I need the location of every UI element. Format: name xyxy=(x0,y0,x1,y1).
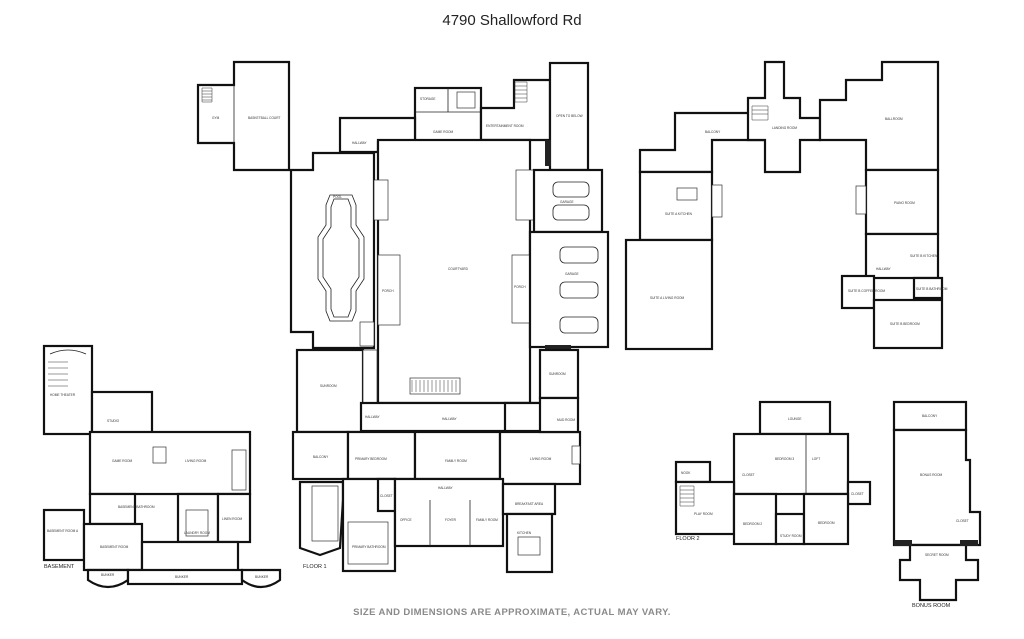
hallway-mid-label: HALLWAY xyxy=(365,415,381,419)
suite-a-kitchen-label: SUITE A KITCHEN xyxy=(665,212,693,216)
cars xyxy=(552,181,599,334)
bedroom-2-label: BEDROOM 2 xyxy=(743,522,762,526)
suite-b-bedroom-label: SUITE B BEDROOM xyxy=(890,322,920,326)
suite-a-living-label: SUITE A LIVING ROOM xyxy=(650,296,685,300)
storage-label: STORAGE xyxy=(420,97,436,101)
breakfast-area-label: BREAKFAST AREA xyxy=(515,502,544,506)
landing-room-label: LANDING ROOM xyxy=(772,126,797,130)
floor-1-plan: STORAGE GAME ROOM PORCH ENTERTAINMENT RO… xyxy=(289,61,610,574)
hallway-lower-label: HALLWAY xyxy=(438,486,454,490)
bunker-mid-label: BUNKER xyxy=(175,575,189,579)
bonus-room-label: BONUS ROOM xyxy=(920,473,942,477)
play-room-label: PLAY ROOM xyxy=(694,512,713,516)
nook-label: NOOK xyxy=(681,471,691,475)
lounge-label: LOUNGE xyxy=(788,417,801,421)
bunker-right-label: BUNKER xyxy=(255,575,269,579)
bedroom-3-label: BEDROOM 3 xyxy=(775,457,794,461)
laundry-room-label: LAUNDRY ROOM xyxy=(184,531,210,535)
closet-f1-label: CLOSET xyxy=(380,494,393,498)
basement-bath-label: BASEMENT BATHROOM xyxy=(118,505,155,509)
ballroom-label: BALLROOM xyxy=(885,117,903,121)
suite-b-bath-label: SUITE B BATHROOM xyxy=(916,287,948,291)
mud-room-label: MUD ROOM xyxy=(557,418,575,422)
gym-label: GYM xyxy=(212,116,220,120)
game-room-bsmt-label: GAME ROOM xyxy=(112,459,133,463)
sunroom-right-label: SUNROOM xyxy=(549,372,566,376)
basement-plan: HOME THEATER STUDIO GAME ROOM LIVING ROO… xyxy=(42,344,282,589)
bonus-room-plan: BALCONY BONUS ROOM CLOSET SECRET ROOM BO… xyxy=(892,400,982,609)
hallway-suite-label: HALLWAY xyxy=(876,267,892,271)
closet-f2-label: CLOSET xyxy=(742,473,755,477)
loft-label: LOFT xyxy=(812,457,820,461)
basement-room-a-label: BASEMENT ROOM A xyxy=(47,529,79,533)
garage-lower-label: GARAGE xyxy=(565,272,579,276)
pool-label: POOL xyxy=(333,195,342,199)
bedroom-label: BEDROOM xyxy=(818,521,835,525)
suite-b-kitchen-label: SUITE B KITCHEN xyxy=(910,254,938,258)
disclaimer: SIZE AND DIMENSIONS ARE APPROXIMATE, ACT… xyxy=(353,607,671,618)
porch-left-label: PORCH xyxy=(382,289,394,293)
balcony-bonus-label: BALCONY xyxy=(922,414,938,418)
game-room-top-label: GAME ROOM xyxy=(433,130,454,134)
basement-label: BASEMENT xyxy=(44,564,75,570)
primary-bedroom-label: PRIMARY BEDROOM xyxy=(355,457,387,461)
balcony-f1-label: BALCONY xyxy=(313,455,329,459)
secret-room-label: SECRET ROOM xyxy=(925,553,949,557)
closet-f2b-label: CLOSET xyxy=(851,492,864,496)
entertainment-room-label: ENTERTAINMENT ROOM xyxy=(486,124,524,128)
study-room-label: STUDY ROOM xyxy=(780,534,802,538)
plan-title: 4790 Shallowford Rd xyxy=(442,12,582,29)
gym-building: GYM BASKETBALL COURT xyxy=(196,60,291,172)
courtyard-label: COURTYARD xyxy=(448,267,469,271)
primary-bathroom-label: PRIMARY BATHROOM xyxy=(352,545,386,549)
open-to-below-label: OPEN TO BELOW xyxy=(556,114,583,118)
studio-label: STUDIO xyxy=(107,419,120,423)
floor-1-label: FLOOR 1 xyxy=(303,564,327,570)
floor-2-plan: LOUNGE BEDROOM 3 LOFT CLOSET CLOSET NOOK… xyxy=(674,400,872,546)
closet-bonus-label: CLOSET xyxy=(956,519,969,523)
office-label: OFFICE xyxy=(400,518,412,522)
pool-shape xyxy=(317,194,365,322)
living-room-bsmt-label: LIVING ROOM xyxy=(185,459,207,463)
basketball-court-label: BASKETBALL COURT xyxy=(248,116,280,120)
living-room-f1-label: LIVING ROOM xyxy=(530,457,552,461)
floor-2-label: FLOOR 2 xyxy=(676,536,700,542)
balcony-suite-label: BALCONY xyxy=(705,130,721,134)
basement-room-label: BASEMENT ROOM xyxy=(100,545,129,549)
bunker-left-label: BUNKER xyxy=(101,573,115,577)
hallway-top-label: HALLWAY xyxy=(352,141,368,145)
family-room-upper-label: FAMILY ROOM xyxy=(445,459,467,463)
porch-right-label: PORCH xyxy=(514,285,526,289)
home-theater-label: HOME THEATER xyxy=(50,393,76,397)
linen-room-label: LINEN ROOM xyxy=(222,517,243,521)
foyer-label: FOYER xyxy=(445,518,457,522)
suite-b-coffee-label: SUITE B COFFEE ROOM xyxy=(848,289,885,293)
piano-room-label: PIANO ROOM xyxy=(894,201,915,205)
bonus-room-floor-label: BONUS ROOM xyxy=(912,603,951,609)
sunroom-left-label: SUNROOM xyxy=(320,384,337,388)
garage-upper-label: GARAGE xyxy=(560,200,574,204)
hallway-upper-label: HALLWAY xyxy=(442,417,458,421)
family-room-lower-label: FAMILY ROOM xyxy=(476,518,498,522)
suites-plan: BALCONY SUITE A KITCHEN SUITE A LIVING R… xyxy=(624,60,948,351)
kitchen-label: KITCHEN xyxy=(517,531,532,535)
